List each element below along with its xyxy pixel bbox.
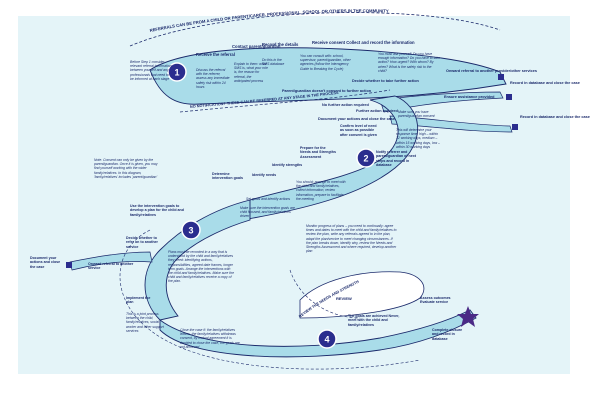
stage2-prepare-label: Prepare for the Needs and Strengths Asse…	[300, 146, 336, 159]
road-branch-record	[389, 115, 513, 133]
stage4-review-label: REVIEW	[336, 296, 352, 301]
step-4-number: 4	[324, 335, 329, 345]
stage1-consent-label: Receive consent Collect and record the i…	[312, 40, 415, 45]
road-branch-left	[69, 251, 153, 271]
step-2-number: 2	[363, 154, 368, 164]
stage1-ensure-label: Ensure assistance provided	[444, 95, 495, 99]
stage2-needs-label: Identify needs	[252, 173, 276, 177]
stage1-contact-label: Contact parent/guardian	[232, 44, 281, 49]
stage1-no-consent-label: Parent/guardian doesn't consent to furth…	[282, 89, 372, 93]
stage1-record-label: Record the details	[262, 42, 299, 47]
stage2-strengths-label: Identify strengths	[272, 163, 302, 167]
stage3-consent-note: Note: Consent can only be given by the p…	[94, 158, 158, 179]
review-dashed	[289, 269, 361, 319]
stage3-plans-note: Plans must be recorded in a way that is …	[168, 250, 234, 283]
road-stage1	[149, 47, 507, 105]
end-square-onward	[498, 74, 504, 80]
step-1-number: 1	[174, 68, 179, 78]
step-4-marker: 4	[317, 329, 337, 349]
stage1-receive-label: Receive the referral	[196, 52, 235, 57]
referral-dashed-arc	[129, 12, 501, 47]
stage2-determine-label: Determine intervention goals	[212, 172, 243, 180]
stage1-onward-label: Onward referral to another provider/othe…	[446, 69, 537, 73]
return-dashed-arc	[179, 89, 391, 113]
stage2-notify-label: Notify referrer and parent/guardian of n…	[376, 150, 416, 167]
stage1-decide-label: Decide whether to take further action	[352, 79, 420, 83]
stage4-assess-label: Assess outcomes Evaluate service	[420, 296, 451, 304]
review-loop	[299, 271, 425, 319]
stage1-record-close-label: Record in database and close the case	[510, 81, 580, 85]
stage2-make-sure-note: Make sure the intervention goals are chi…	[240, 206, 295, 218]
road-stage4	[159, 309, 477, 358]
stage1-this-will-note: This will determine your response time: …	[396, 128, 440, 149]
stage1-before-note: Before Step 1 consider relevant referral…	[130, 60, 171, 81]
step-3-number: 3	[188, 226, 193, 236]
step-2-marker: 2	[356, 148, 376, 168]
stage1-make-sure-note: Make sure you have parent/guardian conse…	[398, 110, 435, 118]
completion-star-icon	[457, 306, 479, 327]
stage3-close-note: Close the case if: the family/relatives …	[180, 328, 240, 349]
stage4-complete-label: Complete closure and record in database	[432, 328, 462, 341]
stage2-confirm-label: Confirm level of need as soon as possibl…	[340, 124, 377, 137]
stage3-onward-left-label: Onward referral to another service	[88, 262, 133, 270]
stage3-joint-note: This is a joint process between the chil…	[126, 312, 164, 333]
stage1-do-this-note: Do this in the SMS database	[262, 58, 284, 66]
stage1-record-close2-label: Record in database and close the case	[520, 115, 590, 119]
stage1-explain-note: Explain to them: what SMS is, what your …	[234, 62, 268, 83]
end-square-ensure	[506, 94, 512, 100]
stage3-use-goals-label: Use the intervention goals to develop a …	[130, 204, 184, 217]
road-branch-ensure	[379, 91, 504, 113]
stage1-consult-note: You can consult with: school, supervisor…	[300, 54, 351, 71]
stage1-further-label: Further action required	[356, 109, 398, 113]
stage2-set-goals-note: Set goals and identify actions	[246, 197, 290, 201]
step-1-marker: 1	[167, 62, 187, 82]
stage3-decide-refer-label: Decide whether to refer on to another se…	[126, 236, 158, 249]
stage1-ask-note: You must ask yourself: Do you have enoug…	[378, 52, 440, 73]
step-3-marker: 3	[181, 220, 201, 240]
stage1-document-label: Document your actions and close the case	[318, 117, 395, 121]
stage4-monitor-note: Monitor progress of plans – you need to …	[306, 224, 396, 253]
outer-dashed-loop	[119, 229, 421, 370]
stage3-implement-label: Implement the plan	[126, 296, 150, 304]
stage1-no-further-label: No further action required	[322, 103, 370, 107]
end-square-left	[66, 262, 72, 268]
stage1-discuss-note: Discuss the referral with the referrer, …	[196, 68, 230, 89]
stage2-you-should-note: You should: arrange to meet with the chi…	[296, 180, 346, 201]
end-square-record	[512, 124, 518, 130]
stage3-document-left-label: Document your actions and close the case	[30, 256, 60, 269]
stage4-goals-label: The goals are achieved Never, meet with …	[348, 314, 399, 327]
